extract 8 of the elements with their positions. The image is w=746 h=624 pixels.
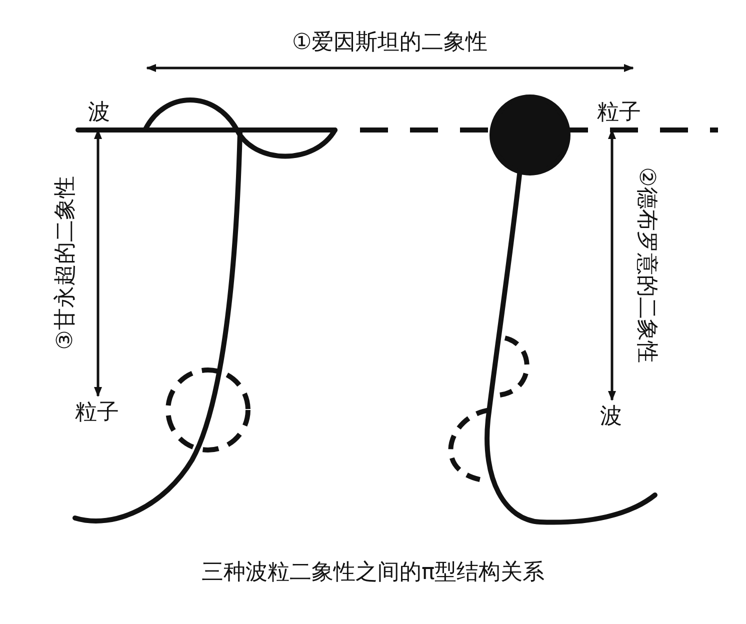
- arrow-label: ①爱因斯坦的二象性: [292, 30, 488, 56]
- text-label: 波: [600, 404, 622, 430]
- edge-label: ③甘永超的二象性: [52, 176, 79, 350]
- edge-label: ②德布罗意的二象性: [632, 167, 659, 363]
- caption: 三种波粒二象性之间的π型结构关系: [202, 560, 545, 586]
- text-label: 粒子: [597, 100, 641, 126]
- text-label: 粒子: [75, 400, 119, 426]
- text-label: 波: [88, 100, 110, 126]
